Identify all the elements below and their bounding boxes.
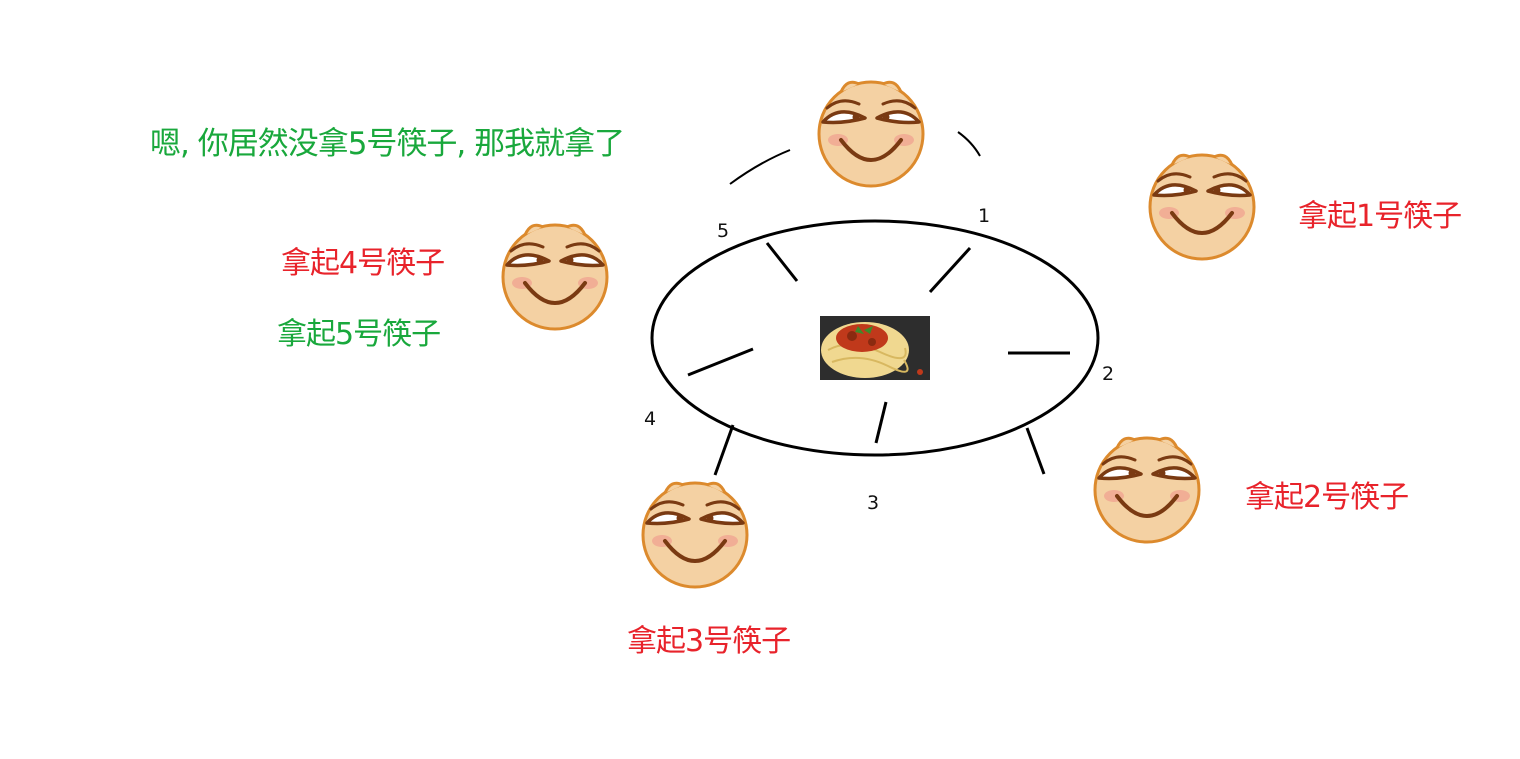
chopstick-number-3: 3 — [867, 492, 880, 514]
philosopher-2-face-icon — [1093, 436, 1201, 544]
philosopher-top-face-icon — [817, 80, 925, 188]
philosopher-4-face-icon — [501, 223, 609, 331]
label-pick-5: 拿起5号筷子 — [277, 317, 441, 352]
chopstick-number-5: 5 — [717, 220, 730, 242]
held-chopstick-right — [1025, 427, 1046, 475]
arm-stroke-right — [957, 131, 981, 157]
chopstick-number-2: 2 — [1102, 363, 1115, 385]
spaghetti-plate-icon — [820, 316, 930, 380]
held-chopstick-left — [713, 424, 735, 476]
label-pick-4: 拿起4号筷子 — [281, 246, 445, 281]
label-pick-3: 拿起3号筷子 — [627, 624, 791, 659]
chopstick-number-4: 4 — [644, 408, 657, 430]
chopstick-3 — [874, 401, 888, 444]
chopstick-4 — [687, 347, 754, 377]
table-ellipse — [650, 219, 1100, 457]
philosopher-1-face-icon — [1148, 153, 1256, 261]
chopstick-1 — [928, 246, 972, 294]
philosopher-3-face-icon — [641, 481, 749, 589]
label-pick-2: 拿起2号筷子 — [1245, 480, 1409, 515]
chopstick-5 — [765, 242, 799, 282]
arm-stroke-left — [729, 149, 791, 185]
chopstick-number-1: 1 — [978, 205, 991, 227]
label-pick-1: 拿起1号筷子 — [1298, 199, 1462, 234]
dialogue-text: 嗯, 你居然没拿5号筷子, 那我就拿了 — [150, 126, 625, 162]
